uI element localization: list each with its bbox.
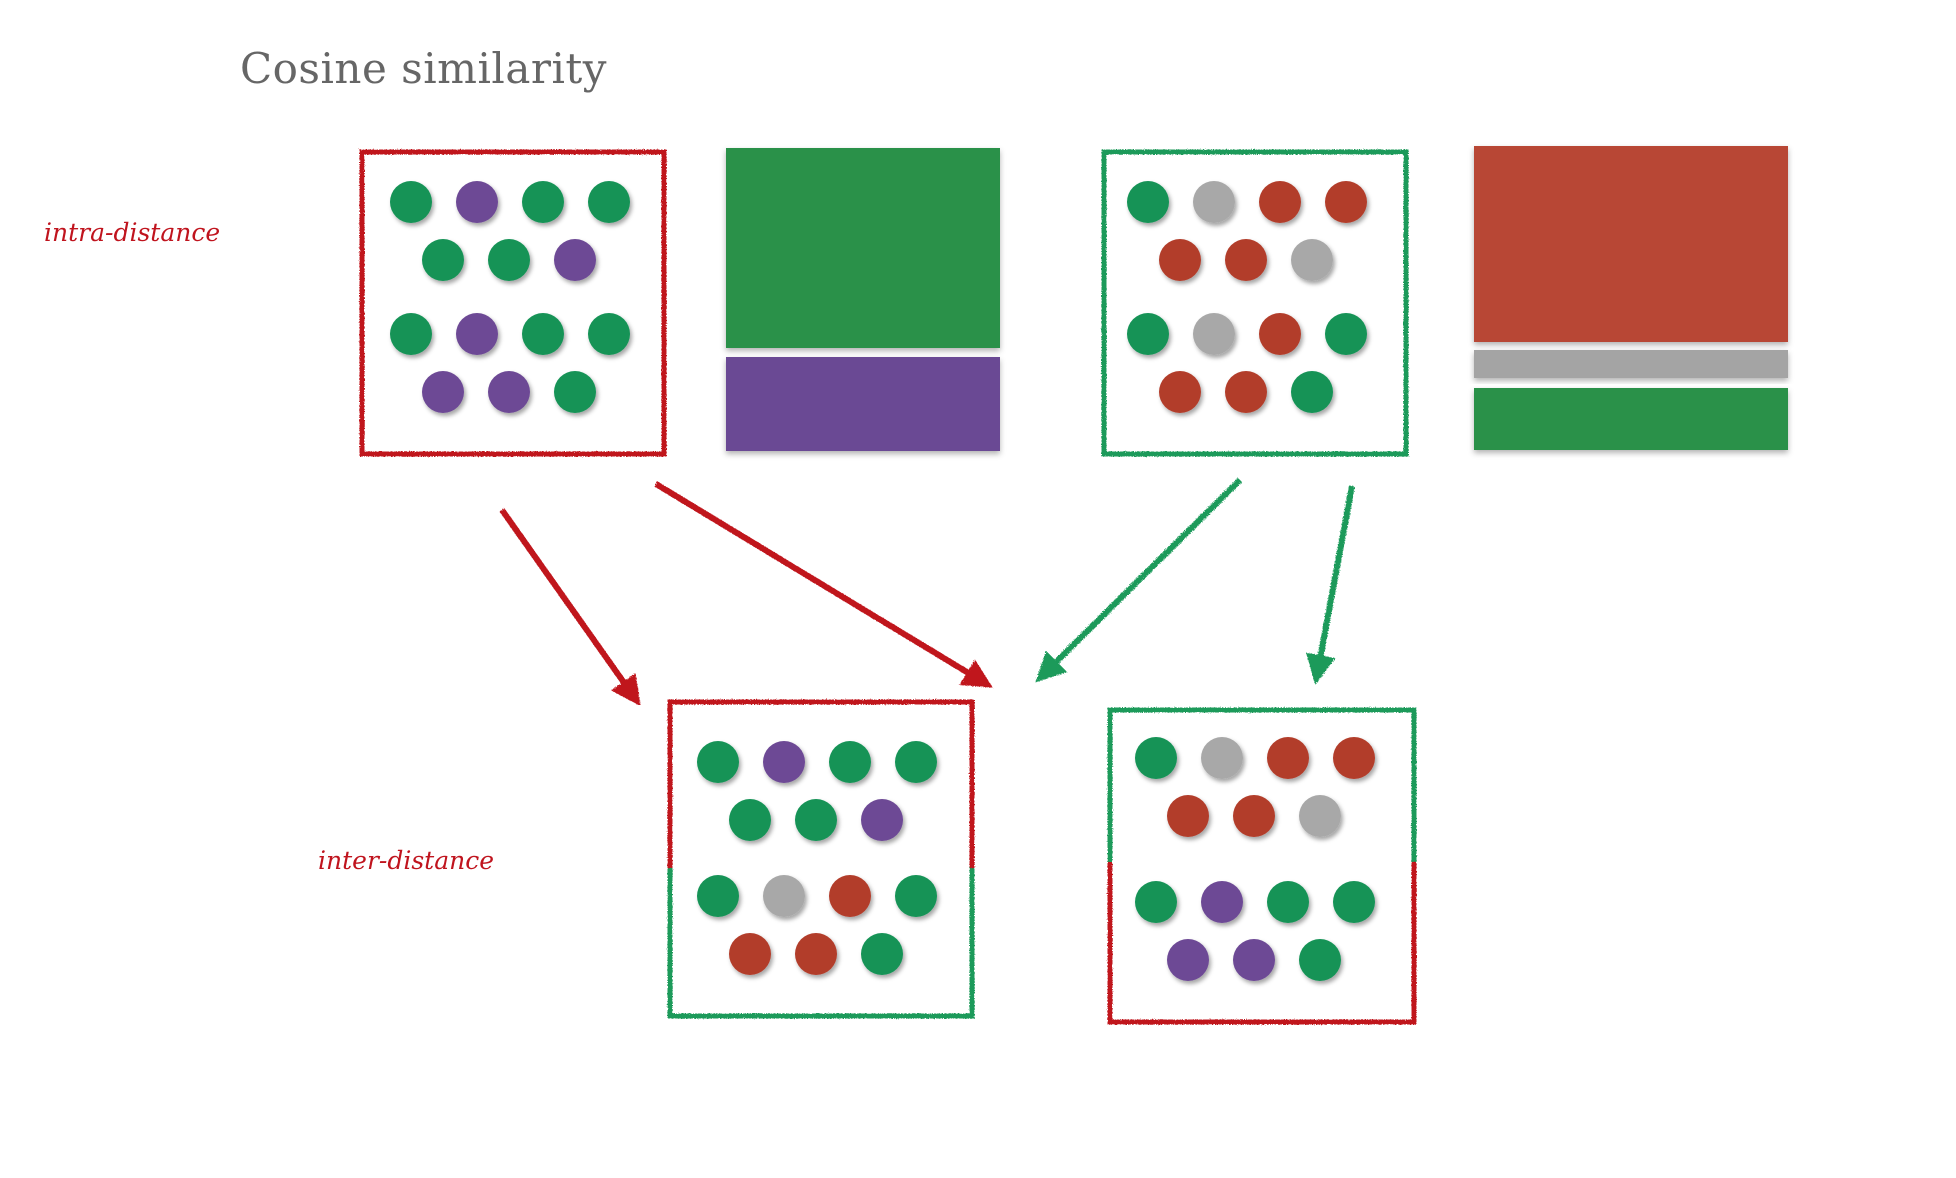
dot-green [697, 875, 739, 917]
arrow-red-2 [654, 481, 993, 688]
group-frame-upper [1107, 707, 1417, 862]
swatch-green [726, 148, 1000, 348]
group-top-left [296, 149, 720, 457]
swatches-right [1474, 146, 1788, 450]
dot-green [488, 239, 530, 281]
dot-gray [1201, 737, 1243, 779]
dot-green [1325, 313, 1367, 355]
dot-purple [422, 371, 464, 413]
swatch-red [1474, 146, 1788, 342]
swatch-green [1474, 388, 1788, 450]
dot-brick [829, 875, 871, 917]
dot-green [795, 799, 837, 841]
dot-green [390, 181, 432, 223]
dot-green [1135, 881, 1177, 923]
dot-green [390, 313, 432, 355]
group-top-right [1038, 149, 1462, 457]
dot-gray [763, 875, 805, 917]
page-title: Cosine similarity [240, 44, 607, 93]
dot-green [588, 313, 630, 355]
dot-purple [554, 239, 596, 281]
dot-purple [861, 799, 903, 841]
dot-green [895, 741, 937, 783]
dot-gray [1291, 239, 1333, 281]
intra-distance-label: intra-distance [44, 218, 221, 247]
arrow-green-1 [1035, 477, 1243, 683]
dot-green [861, 933, 903, 975]
dot-green [1127, 181, 1169, 223]
dots-bottom-right [1135, 737, 1375, 981]
dot-brick [1159, 371, 1201, 413]
group-frame-lower [1107, 862, 1417, 1025]
dot-green [588, 181, 630, 223]
arrows [499, 477, 1355, 707]
dot-green [1291, 371, 1333, 413]
dot-brick [1259, 181, 1301, 223]
dot-brick [1233, 795, 1275, 837]
dot-purple [488, 371, 530, 413]
dot-brick [1225, 371, 1267, 413]
dot-green [1333, 881, 1375, 923]
arrow-green-2 [1305, 485, 1355, 685]
dot-gray [1193, 181, 1235, 223]
dot-gray [1299, 795, 1341, 837]
dot-green [1127, 313, 1169, 355]
dot-green [1267, 881, 1309, 923]
dot-purple [456, 313, 498, 355]
dot-brick [1225, 239, 1267, 281]
dot-green [522, 313, 564, 355]
group-bottom-right [1046, 707, 1468, 1025]
dots-top-right [1127, 181, 1367, 413]
dot-green [729, 799, 771, 841]
dot-purple [1167, 939, 1209, 981]
dots-top-left [390, 181, 630, 413]
dot-brick [1333, 737, 1375, 779]
dot-brick [1267, 737, 1309, 779]
dot-brick [1167, 795, 1209, 837]
dot-purple [1201, 881, 1243, 923]
group-frame-lower [667, 868, 975, 1019]
swatches-left [726, 148, 1000, 451]
dots-bottom-left [697, 741, 937, 975]
arrow-red-1 [499, 508, 641, 707]
group-frame-upper [667, 699, 975, 868]
swatch-gray [1474, 350, 1788, 378]
dot-purple [763, 741, 805, 783]
dot-green [1135, 737, 1177, 779]
dot-green [895, 875, 937, 917]
dot-brick [1325, 181, 1367, 223]
dot-green [422, 239, 464, 281]
swatch-purple [726, 357, 1000, 451]
dot-brick [1259, 313, 1301, 355]
dot-purple [1233, 939, 1275, 981]
dot-green [554, 371, 596, 413]
dot-green [829, 741, 871, 783]
dot-brick [1159, 239, 1201, 281]
dot-purple [456, 181, 498, 223]
dot-green [522, 181, 564, 223]
dot-gray [1193, 313, 1235, 355]
group-bottom-left [606, 699, 1028, 1019]
dot-brick [729, 933, 771, 975]
inter-distance-label: inter-distance [318, 846, 495, 875]
group-frame [359, 149, 667, 457]
dot-green [1299, 939, 1341, 981]
dot-green [697, 741, 739, 783]
dot-brick [795, 933, 837, 975]
